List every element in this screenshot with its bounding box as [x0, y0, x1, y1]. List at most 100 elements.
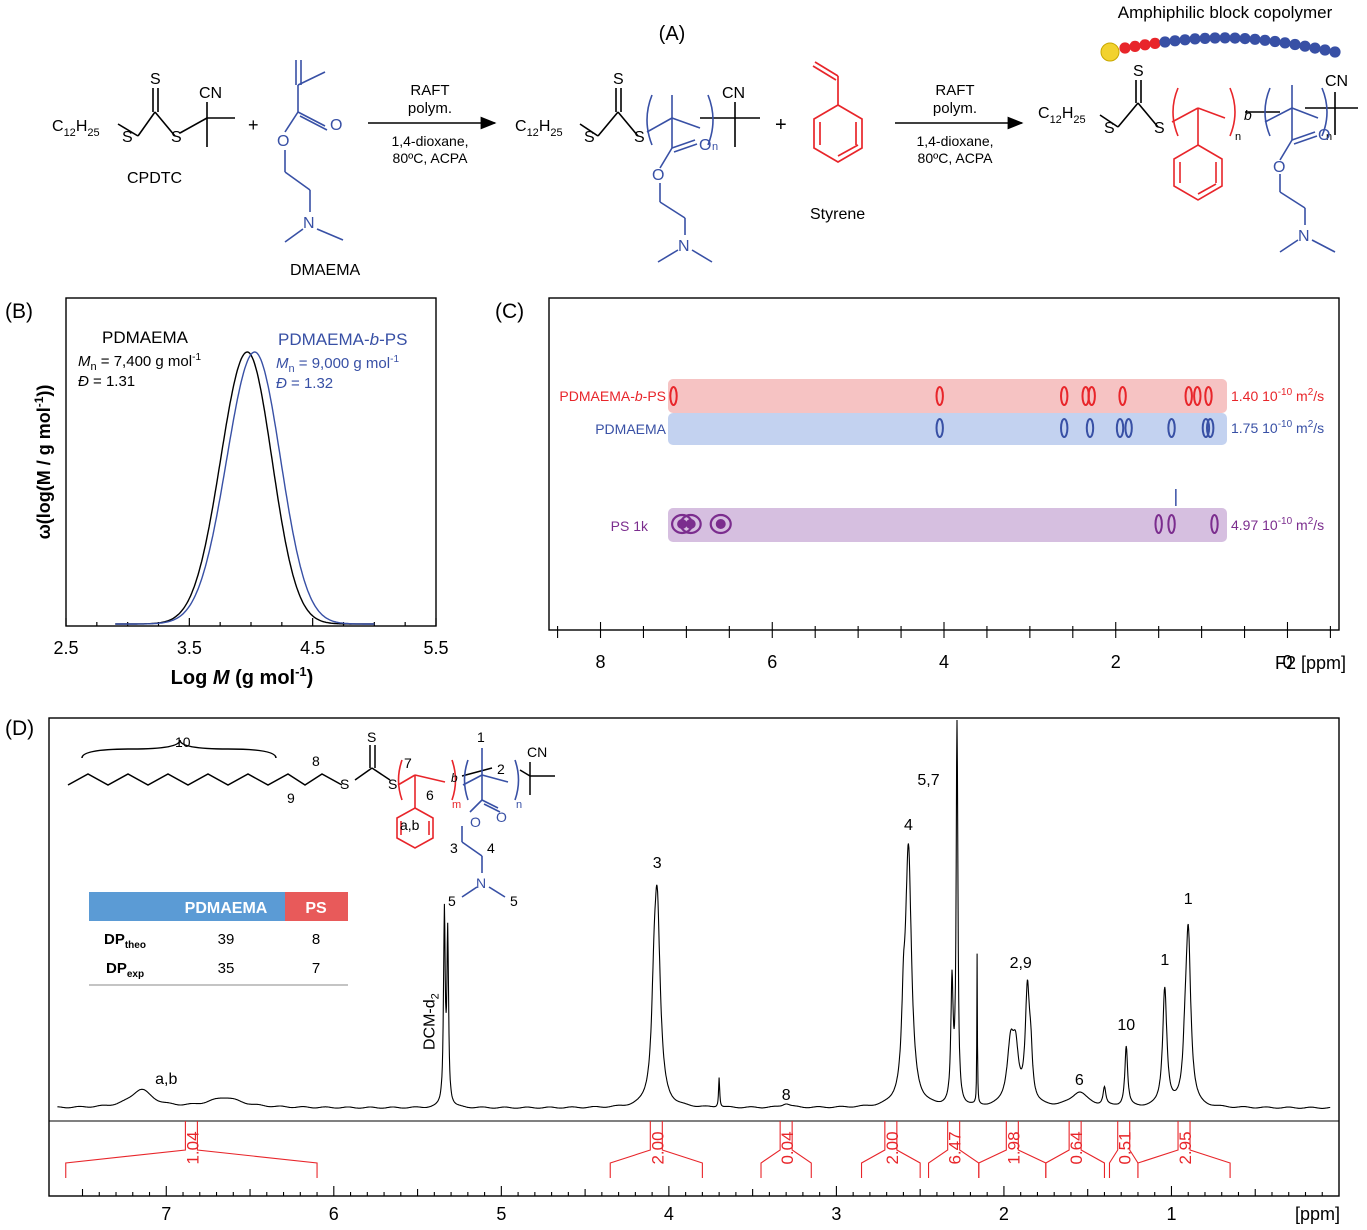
integral-value: 1.98 — [1004, 1131, 1023, 1164]
bead-pdmaema — [1219, 32, 1231, 44]
svg-text:n: n — [516, 799, 522, 811]
panel-b-legend-2: PDMAEMA-b-PS Mn = 9,000 g mol-1 Đ = 1.32 — [276, 330, 407, 392]
bead-ps — [1119, 42, 1131, 54]
svg-text:2: 2 — [497, 761, 505, 777]
svg-text:C12H25: C12H25 — [1038, 105, 1086, 126]
copolymer-title: Amphiphilic block copolymer — [1118, 3, 1333, 22]
integral-value: 0.04 — [778, 1131, 797, 1164]
svg-text:O: O — [652, 167, 664, 184]
peak-label: a,b — [155, 1071, 177, 1088]
panel-c-band-labels: PDMAEMA-b-PS PDMAEMA PS 1k — [559, 388, 666, 534]
dosy-peak — [1087, 386, 1096, 406]
integral-value: 0.64 — [1067, 1131, 1086, 1164]
dp-row-theo-v2: 8 — [312, 931, 320, 948]
bead-pdmaema — [1229, 32, 1241, 44]
diffusion-coefficient: 1.75 10-10 m2/s — [1231, 419, 1324, 436]
plus-2: + — [775, 114, 787, 136]
svg-text:O: O — [1318, 127, 1330, 144]
svg-text:5: 5 — [510, 893, 518, 909]
peak-label: 1 — [1160, 952, 1169, 969]
band-ps-1k — [668, 508, 1227, 542]
d-structure-blue — [461, 748, 520, 898]
arrow-1-conditions: RAFT polym. 1,4-dioxane, 80ºC, ACPA — [391, 82, 468, 166]
svg-text:8: 8 — [312, 753, 320, 769]
x-tick-label: 5.5 — [423, 638, 448, 658]
x-tick-label: 6 — [767, 652, 777, 672]
svg-text:80ºC, ACPA: 80ºC, ACPA — [918, 150, 994, 166]
cpdtc-text: C12H25 S S S CN CPDTC — [52, 71, 222, 187]
integral-value: 0.51 — [1116, 1131, 1135, 1164]
peak-label: 2,9 — [1010, 955, 1032, 972]
integral-value: 6.47 — [946, 1131, 965, 1164]
dosy-peak — [709, 513, 732, 535]
x-tick-label: 3.5 — [177, 638, 202, 658]
svg-text:a,b: a,b — [400, 817, 420, 833]
svg-text:S: S — [634, 129, 645, 146]
dosy-peak-core — [685, 519, 696, 529]
svg-text:b: b — [451, 771, 458, 785]
integral-bracket — [1045, 1121, 1105, 1178]
panel-a: (A) C12H25 S S S CN CPDTC + — [52, 3, 1358, 279]
svg-text:5: 5 — [448, 893, 456, 909]
dosy-peak — [1124, 418, 1133, 438]
integral-bracket — [860, 1121, 921, 1178]
svg-text:C12H25: C12H25 — [515, 118, 563, 139]
svg-text:O: O — [470, 814, 481, 830]
bead-pdmaema — [1279, 37, 1291, 49]
panel-b-xlabel: Log M (g mol-1) — [171, 664, 314, 689]
bead-ps — [1139, 39, 1151, 51]
bead-pdmaema — [1329, 46, 1341, 58]
svg-text:80ºC, ACPA: 80ºC, ACPA — [393, 150, 469, 166]
svg-text:Mn = 7,400 g mol-1: Mn = 7,400 g mol-1 — [78, 352, 201, 373]
d-structure-text: S S S CN O O N 10 8 9 7 6 m b 1 2 n a,b … — [175, 729, 547, 909]
integral-value: 2.00 — [648, 1131, 667, 1164]
panel-d-label: (D) — [5, 717, 34, 740]
dp-row-exp-v2: 7 — [312, 960, 320, 977]
panel-c-axis-title: F2 [ppm] — [1275, 653, 1346, 673]
svg-text:O: O — [699, 137, 711, 154]
svg-text:Mn = 9,000 g mol-1: Mn = 9,000 g mol-1 — [276, 354, 399, 375]
x-tick-label: 3 — [831, 1204, 841, 1224]
svg-text:N: N — [476, 875, 486, 891]
peak-label: 10 — [1117, 1017, 1135, 1034]
peak-label: 3 — [653, 855, 662, 872]
svg-text:CN: CN — [722, 85, 745, 102]
panel-c-label: (C) — [495, 300, 524, 323]
macro-cta-text: C12H25 S S S CN n O O N — [515, 71, 745, 255]
dosy-peak — [1184, 386, 1193, 406]
svg-text:S: S — [1133, 63, 1144, 80]
block-copolymer-black — [1099, 80, 1358, 135]
bead-ps — [1149, 37, 1161, 50]
macro-cta-blue — [646, 94, 714, 263]
svg-text:N: N — [303, 215, 315, 232]
dp-table-header-ps: PS — [305, 900, 327, 917]
integral-bracket — [65, 1121, 318, 1178]
bead-pdmaema — [1259, 34, 1271, 46]
nmr-spectrum — [57, 719, 1331, 1109]
dosy-peak — [1167, 514, 1176, 534]
panel-c-xticks — [557, 622, 1331, 638]
svg-text:1: 1 — [477, 729, 485, 745]
x-tick-label: 2 — [1111, 652, 1121, 672]
svg-text:10: 10 — [175, 734, 191, 750]
bead-pdmaema — [1239, 33, 1251, 45]
svg-text:O: O — [330, 117, 342, 134]
panel-a-label: (A) — [659, 23, 686, 45]
dosy-peak — [1060, 386, 1069, 406]
bead-ps — [1129, 40, 1141, 53]
svg-text:S: S — [388, 776, 397, 792]
arrow-2-conditions: RAFT polym. 1,4-dioxane, 80ºC, ACPA — [916, 82, 993, 166]
svg-text:N: N — [678, 238, 690, 255]
dosy-peak — [1118, 386, 1127, 406]
panel-c-diffusion-values: 1.40 10-10 m2/s1.75 10-10 m2/s4.97 10-10… — [1231, 387, 1324, 533]
svg-text:S: S — [150, 71, 161, 88]
panel-b-label: (B) — [5, 300, 33, 323]
svg-text:PDMAEMA-b-PS: PDMAEMA-b-PS — [559, 388, 666, 404]
svg-text:n: n — [712, 141, 718, 153]
band-pdmaema-b-ps — [668, 379, 1227, 413]
bead-pdmaema — [1309, 42, 1321, 54]
svg-text:9: 9 — [287, 790, 295, 806]
